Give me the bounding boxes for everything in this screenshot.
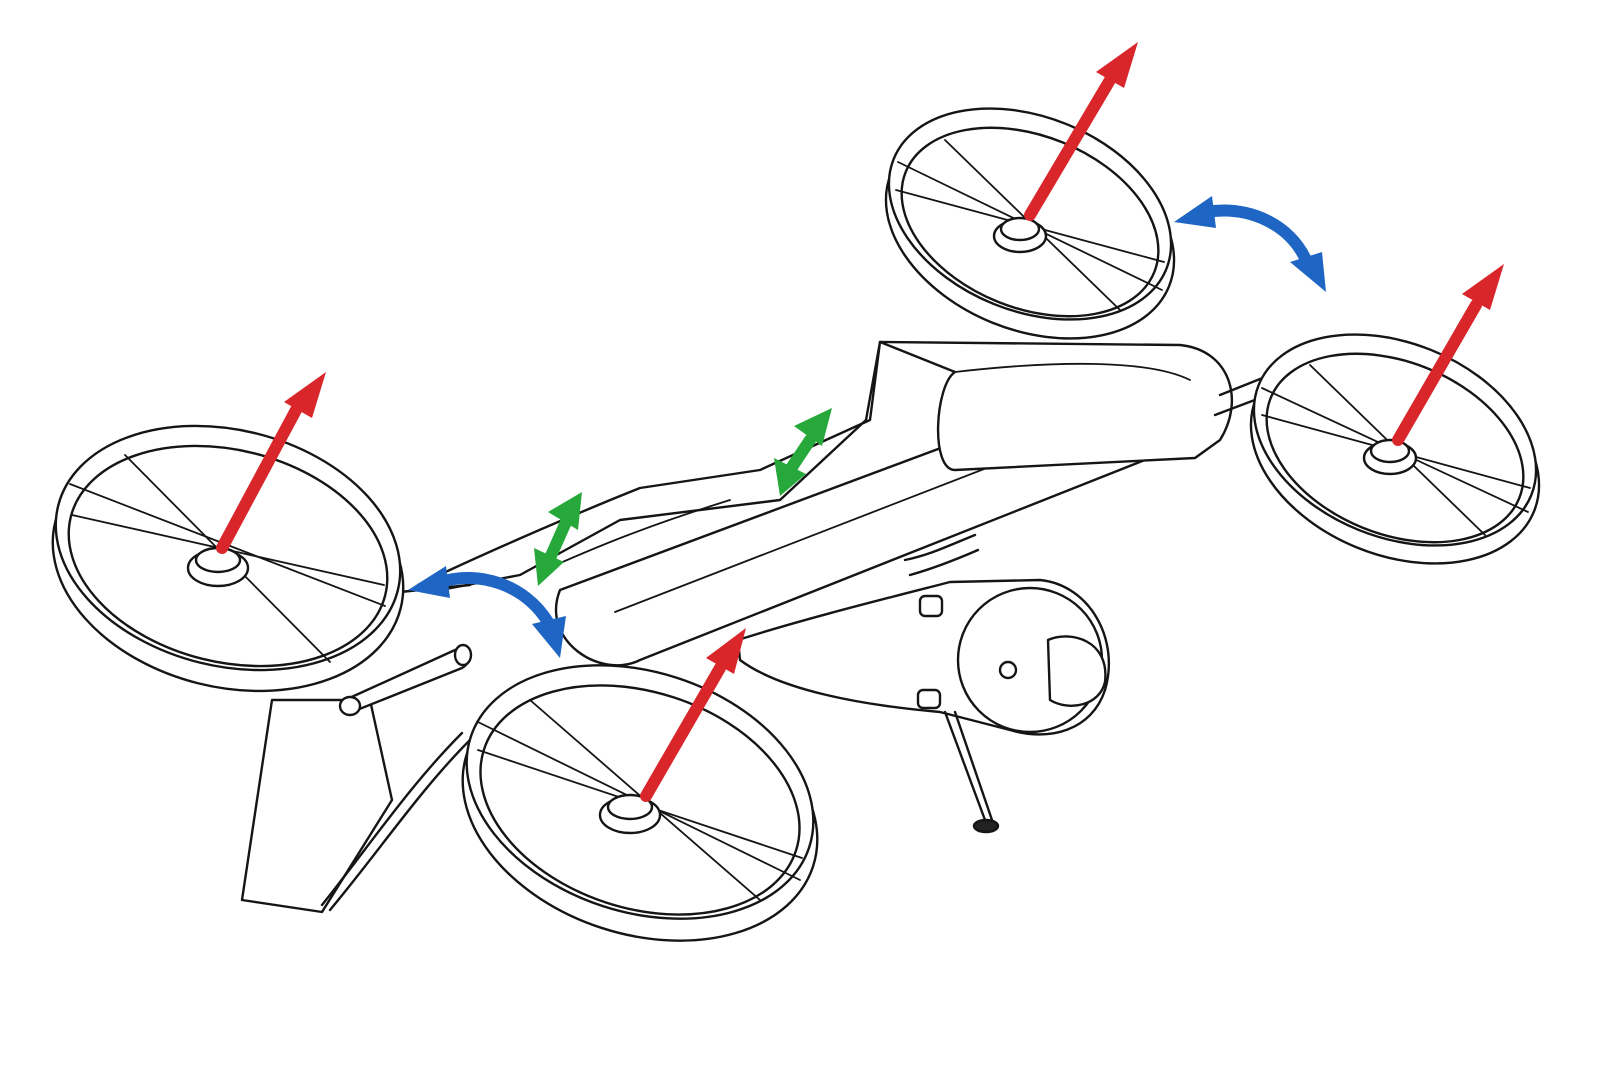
thrust-arrows	[216, 42, 1504, 802]
tail-fin	[240, 698, 394, 914]
thrust-arrow-icon	[640, 628, 746, 802]
wing-rotation-arrow-icon	[534, 492, 582, 586]
forward-body	[878, 340, 1234, 472]
tilt-arrow-icon	[408, 566, 566, 658]
thrust-arrow-icon	[1024, 42, 1138, 221]
rotor-front-left	[461, 664, 819, 942]
thrust-arrow-icon	[1392, 264, 1504, 446]
wing-rotation-arrows	[534, 408, 832, 586]
landing-strut	[943, 710, 994, 822]
fuselage	[240, 340, 1272, 914]
rotor-rear-right	[884, 107, 1176, 340]
tilt-arrows	[408, 196, 1326, 658]
rotor-front-right	[1249, 333, 1541, 565]
tail-strut	[328, 738, 472, 912]
thrust-arrow-icon	[216, 372, 326, 554]
rotor-rear-left	[51, 424, 405, 693]
tilt-arrow-icon	[1174, 196, 1326, 292]
wing-rotation-arrow-icon	[774, 408, 832, 496]
